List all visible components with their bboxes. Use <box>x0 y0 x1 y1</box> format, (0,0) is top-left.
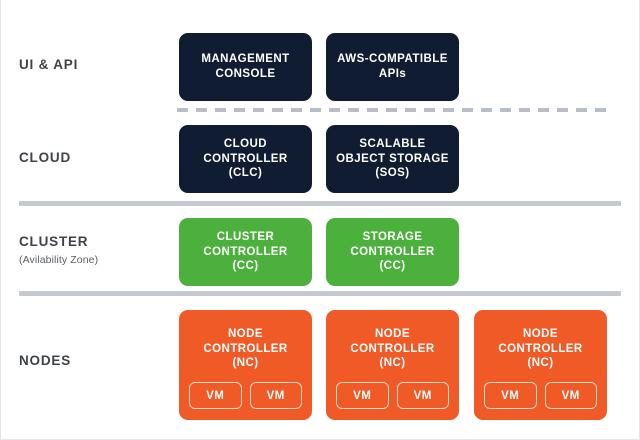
box-title: NODE CONTROLLER (NC) <box>203 328 288 370</box>
box-title: AWS-COMPATIBLE APIs <box>337 53 448 80</box>
tier-label-cloud: CLOUD <box>19 150 169 166</box>
vm-row: VM VM <box>484 382 597 409</box>
box-storage-controller[interactable]: STORAGE CONTROLLER (CC) <box>326 218 459 286</box>
box-cluster-controller[interactable]: CLUSTER CONTROLLER (CC) <box>179 218 312 286</box>
separator-solid-cloud-cluster <box>19 201 621 206</box>
vm-chip[interactable]: VM <box>396 382 449 409</box>
separator-solid-cluster-nodes <box>19 291 621 296</box>
box-title: SCALABLE OBJECT STORAGE (SOS) <box>336 137 449 180</box>
box-title: NODE CONTROLLER (NC) <box>350 328 435 370</box>
vm-chip[interactable]: VM <box>249 382 302 409</box>
tier-title: CLOUD <box>19 150 71 165</box>
box-title: CLOUD CONTROLLER (CLC) <box>203 137 288 180</box>
box-title: CLUSTER CONTROLLER (CC) <box>203 230 288 273</box>
vm-chip[interactable]: VM <box>484 382 537 409</box>
box-scalable-object-storage[interactable]: SCALABLE OBJECT STORAGE (SOS) <box>326 125 459 193</box>
separator-dashed-ui-cloud <box>177 108 607 112</box>
tier-title: UI & API <box>19 57 79 72</box>
box-node-controller-2[interactable]: NODE CONTROLLER (NC) VM VM <box>326 310 459 420</box>
vm-row: VM VM <box>336 382 449 409</box>
box-aws-compatible-apis[interactable]: AWS-COMPATIBLE APIs <box>326 33 459 101</box>
box-title: STORAGE CONTROLLER (CC) <box>350 230 435 273</box>
box-cloud-controller[interactable]: CLOUD CONTROLLER (CLC) <box>179 125 312 193</box>
vm-chip[interactable]: VM <box>189 382 242 409</box>
vm-row: VM VM <box>189 382 302 409</box>
vm-chip[interactable]: VM <box>336 382 389 409</box>
tier-subtitle-availability-zone: (Avilability Zone) <box>19 253 99 266</box>
box-node-controller-1[interactable]: NODE CONTROLLER (NC) VM VM <box>179 310 312 420</box>
tier-title: NODES <box>19 353 72 368</box>
tier-label-nodes: NODES <box>19 353 169 369</box>
box-title: NODE CONTROLLER (NC) <box>498 328 583 370</box>
vm-chip[interactable]: VM <box>544 382 597 409</box>
tier-label-ui-api: UI & API <box>19 57 169 73</box>
box-title: MANAGEMENT CONSOLE <box>201 53 290 80</box>
tier-label-cluster: CLUSTER (Avilability Zone) <box>19 234 169 266</box>
box-node-controller-3[interactable]: NODE CONTROLLER (NC) VM VM <box>474 310 607 420</box>
box-management-console[interactable]: MANAGEMENT CONSOLE <box>179 33 312 101</box>
tier-title: CLUSTER <box>19 234 89 249</box>
